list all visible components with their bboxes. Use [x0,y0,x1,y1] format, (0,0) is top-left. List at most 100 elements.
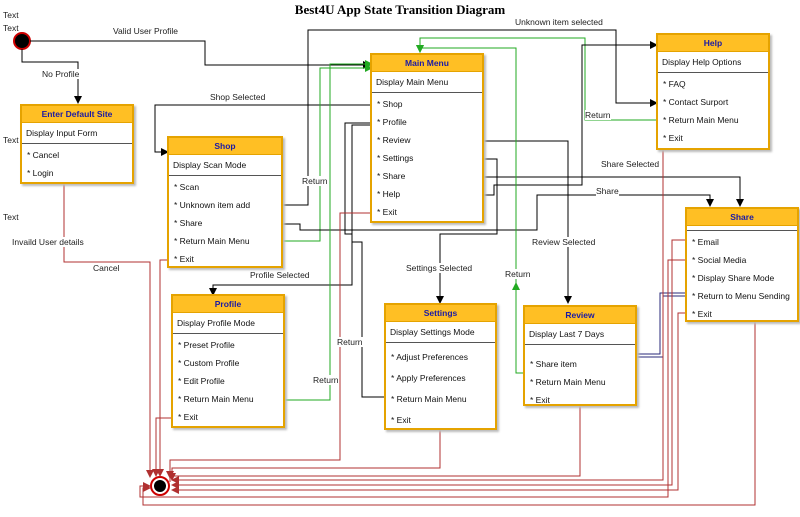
label-invalid-user-details: Invaild User details [12,237,84,247]
edge-no-profile [21,49,82,104]
label-return-shop: Return [302,176,328,186]
edge-shop-selected [154,104,371,156]
edge-valid-user [30,40,371,69]
free-text: Text [3,212,19,222]
state-subtitle: Display Help Options [658,52,768,73]
diagram-title: Best4U App State Transition Diagram [294,2,506,17]
state-item: * Adjust Preferences [391,352,469,362]
state-subtitle: Display Input Form [22,123,132,144]
state-item: * Return Main Menu [663,115,739,125]
state-item: * Login [27,168,54,178]
state-item: * Cancel [27,150,60,160]
label-cancel: Cancel [93,263,120,273]
state-item: * Help [377,189,401,199]
state-divider [687,226,797,231]
state-item: * Exit [530,395,550,405]
state-title: Profile [173,296,283,313]
edge-settings-selected [436,158,498,304]
state-subtitle: Display Last 7 Days [525,324,635,345]
label-return-profile: Return [313,375,339,385]
label-shop-selected: Shop Selected [210,92,266,102]
edge-return-profile [285,60,373,401]
state-item: * Unknown item add [174,200,251,210]
state-item: * FAQ [663,79,686,89]
state-item: * Review [377,135,411,145]
state-help: Help Display Help Options * FAQ * Contac… [656,33,770,150]
state-item: * Share [377,171,406,181]
label-return-help: Return [585,110,611,120]
state-item: * Exit [178,412,198,422]
edge-share-email [171,239,686,489]
edge-shop-share [283,194,714,231]
state-item: * Edit Profile [178,376,225,386]
state-item: * Return Main Menu [178,394,254,404]
edge-profile-exit [152,417,172,477]
label-profile-selected: Profile Selected [250,270,310,280]
state-item: * Share item [530,359,577,369]
edge-share-selected [484,176,744,207]
state-item: * Email [692,237,719,247]
free-text: Text [3,135,19,145]
label-share-selected: Share Selected [601,159,660,169]
state-title: Enter Default Site [22,106,132,123]
state-subtitle: Display Profile Mode [173,313,283,334]
state-item: * Display Share Mode [692,273,775,283]
state-profile: Profile Display Profile Mode * Preset Pr… [171,294,285,428]
state-title: Shop [169,138,281,155]
edge-review-share-b [637,295,686,358]
edge-return-help [416,37,657,121]
final-node-core [154,480,166,492]
edge-help [484,41,658,196]
state-title: Share [687,209,797,226]
state-item: * Custom Profile [178,358,240,368]
state-title: Review [525,307,635,324]
state-item: * Preset Profile [178,340,235,350]
edge-return-review-up [512,282,525,374]
label-unknown-item-selected: Unknown item selected [515,17,603,27]
state-title: Settings [386,305,495,322]
state-item: * Social Media [692,255,747,265]
label-valid-user-profile: Valid User Profile [113,26,179,36]
state-enter-default-site: Enter Default Site Display Input Form * … [20,104,134,184]
state-shop: Shop Display Scan Mode * Scan * Unknown … [167,136,283,268]
state-item: * Exit [174,254,194,264]
state-item: * Exit [663,133,683,143]
state-subtitle: Display Scan Mode [169,155,281,176]
state-item: * Share [174,218,203,228]
edge-review-selected [484,140,572,304]
label-return-review: Return [505,269,531,279]
free-text: Text [3,10,19,20]
state-item: * Return Main Menu [174,236,250,246]
state-item: * Settings [377,153,414,163]
edge-shop-exit [156,259,168,477]
edge-unknown-item [283,29,658,206]
state-item: * Apply Preferences [391,373,466,383]
edge-review-exit [169,406,581,482]
state-subtitle: Display Main Menu [372,72,482,93]
label-share: Share [596,186,619,196]
free-text: Text [3,23,19,33]
state-title: Help [658,35,768,52]
state-item: * Exit [391,415,411,425]
initial-node [13,32,31,50]
edge-return-shop [283,64,373,242]
state-main-menu: Main Menu Display Main Menu * Shop * Pro… [370,53,484,223]
state-item: * Contact Surport [663,97,729,107]
state-review: Review Display Last 7 Days * Share item … [523,305,637,406]
state-settings: Settings Display Settings Mode * Adjust … [384,303,497,430]
edge-menu-exit [166,212,371,479]
edge-return-review [416,45,517,283]
state-item: * Shop [377,99,403,109]
edge-help-exit [171,150,664,484]
state-title: Main Menu [372,55,482,72]
label-review-selected: Review Selected [532,237,596,247]
state-item: * Exit [692,309,712,319]
state-item: * Scan [174,182,200,192]
edge-review-share-a [637,292,686,355]
edge-share-exit [171,312,686,494]
state-item: * Return Main Menu [391,394,467,404]
edge-invalid-user [63,184,154,478]
label-no-profile: No Profile [42,69,80,79]
edge-settings-exit [168,430,441,481]
